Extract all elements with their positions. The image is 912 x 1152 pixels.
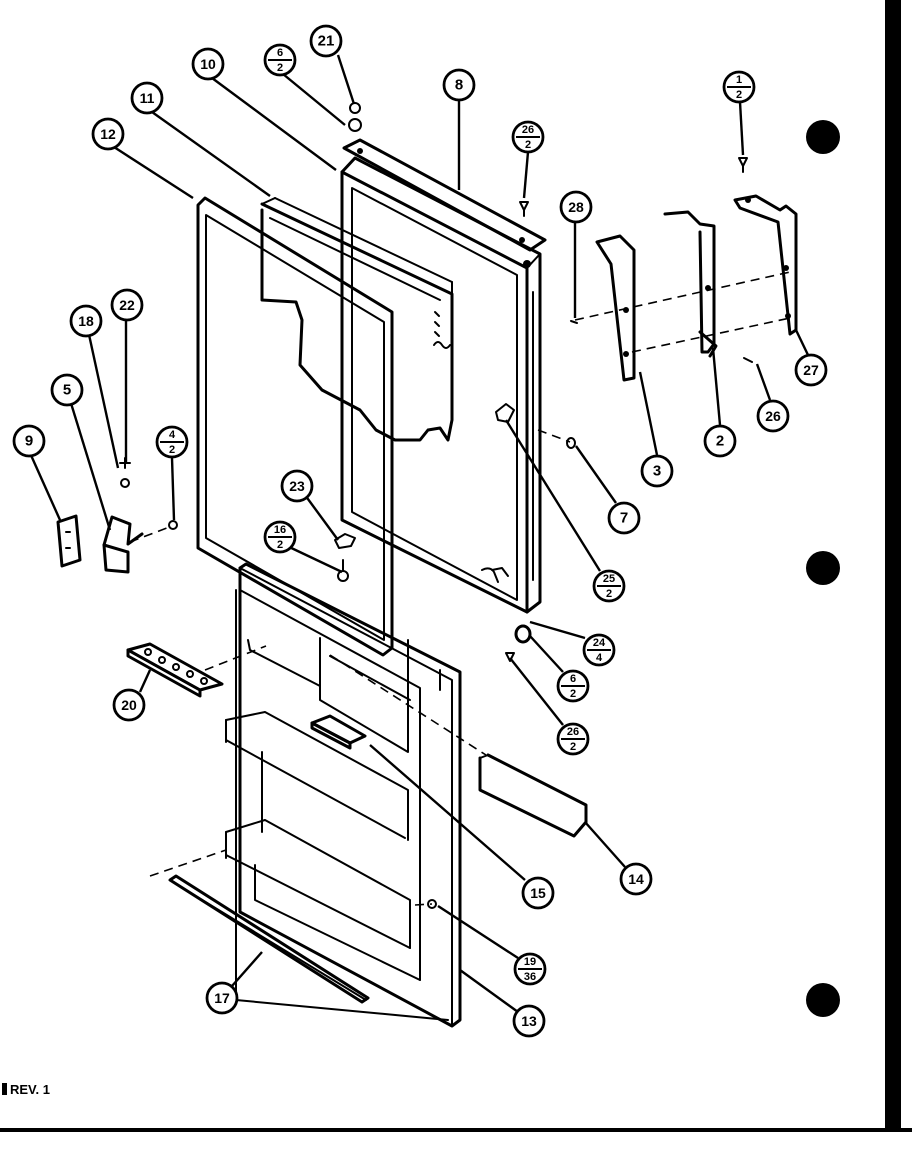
svg-text:9: 9 — [25, 433, 33, 450]
svg-text:26: 26 — [765, 408, 781, 424]
callout-4-2: 4 2 — [155, 425, 189, 459]
callout-2: 2 — [703, 424, 737, 458]
svg-text:4: 4 — [596, 652, 603, 664]
svg-text:5: 5 — [63, 382, 71, 399]
svg-text:28: 28 — [568, 199, 584, 215]
bracket-part-23 — [334, 533, 356, 582]
revision-label: REV. 1 — [10, 1082, 50, 1097]
svg-text:2: 2 — [606, 588, 612, 600]
bottom-trim-part-17 — [168, 874, 370, 1004]
svg-text:6: 6 — [277, 47, 283, 59]
svg-text:6: 6 — [570, 673, 576, 685]
hinge-part-5 — [102, 457, 178, 574]
callout-26-right: 26 — [756, 399, 790, 433]
svg-text:16: 16 — [274, 524, 286, 536]
bracket-part-3 — [595, 234, 636, 382]
svg-text:10: 10 — [200, 56, 216, 72]
svg-text:36: 36 — [524, 971, 536, 983]
top-hinge-plate-part-8 — [342, 138, 547, 268]
callout-7: 7 — [607, 501, 641, 535]
callout-21: 21 — [309, 24, 343, 58]
callout-15: 15 — [521, 876, 555, 910]
lower-bushing-part-6 — [505, 624, 532, 662]
callout-6-2-top: 6 2 — [263, 43, 297, 77]
svg-text:26: 26 — [522, 124, 534, 136]
svg-text:27: 27 — [803, 362, 819, 378]
door-rail-part-14 — [478, 753, 588, 838]
svg-text:4: 4 — [169, 429, 176, 441]
callout-10: 10 — [191, 47, 225, 81]
svg-text:2: 2 — [716, 433, 724, 450]
svg-text:1: 1 — [736, 74, 742, 86]
svg-text:2: 2 — [525, 139, 531, 151]
svg-text:8: 8 — [455, 77, 463, 94]
callout-19-36: 19 36 — [513, 952, 547, 986]
svg-text:25: 25 — [603, 573, 615, 585]
callout-26-2-top: 26 2 — [511, 120, 545, 154]
frame-clip-part-25 — [481, 403, 515, 583]
callout-6-2-bottom: 6 2 — [556, 669, 590, 703]
hardware-screws — [348, 102, 753, 449]
inner-panel-part-11 — [260, 197, 454, 442]
svg-text:2: 2 — [277, 539, 283, 551]
svg-text:2: 2 — [570, 688, 576, 700]
svg-text:2: 2 — [169, 444, 175, 456]
door-liner-part-13 — [225, 562, 462, 1028]
egg-rack-part-20 — [126, 642, 224, 698]
svg-text:3: 3 — [653, 463, 661, 480]
callout-3: 3 — [640, 454, 674, 488]
tray-part-15 — [310, 714, 367, 750]
callout-28: 28 — [559, 190, 593, 224]
callout-5: 5 — [50, 373, 84, 407]
callout-25-2: 25 2 — [592, 569, 626, 603]
svg-text:2: 2 — [570, 741, 576, 753]
svg-text:19: 19 — [524, 956, 536, 968]
callout-26-2-bottom: 26 2 — [556, 722, 590, 756]
callout-14: 14 — [619, 862, 653, 896]
revision-mark — [2, 1083, 7, 1095]
callout-22: 22 — [110, 288, 144, 322]
callout-12: 12 — [91, 117, 125, 151]
callout-27: 27 — [794, 353, 828, 387]
svg-text:14: 14 — [628, 871, 644, 887]
svg-text:24: 24 — [593, 637, 606, 649]
svg-text:23: 23 — [289, 478, 305, 494]
callout-17: 17 — [205, 981, 239, 1015]
screw-part-19 — [427, 899, 437, 909]
svg-text:7: 7 — [620, 510, 628, 527]
callout-1-2: 1 2 — [722, 70, 756, 104]
callout-24-4: 24 4 — [582, 633, 616, 667]
svg-text:20: 20 — [121, 697, 137, 713]
leader-lines — [28, 54, 810, 1013]
svg-text:26: 26 — [567, 726, 579, 738]
bracket-part-27 — [733, 194, 798, 336]
svg-text:21: 21 — [318, 33, 335, 50]
hinge-cover-part-9 — [56, 514, 82, 568]
assembly-dash-lines — [129, 271, 791, 906]
svg-text:17: 17 — [214, 990, 230, 1006]
svg-text:22: 22 — [119, 297, 135, 313]
svg-text:13: 13 — [521, 1013, 537, 1029]
door-gasket-part-12 — [196, 196, 394, 657]
bracket-part-2 — [663, 210, 718, 358]
svg-text:15: 15 — [530, 885, 546, 901]
svg-text:12: 12 — [100, 126, 116, 142]
door-frame-part-10 — [340, 156, 542, 614]
callout-23: 23 — [280, 469, 314, 503]
callout-16-2: 16 2 — [263, 520, 297, 554]
callout-11: 11 — [130, 81, 164, 115]
callout-13: 13 — [512, 1004, 546, 1038]
svg-text:11: 11 — [140, 90, 155, 106]
svg-text:18: 18 — [78, 313, 94, 329]
svg-text:2: 2 — [736, 89, 742, 101]
callout-20: 20 — [112, 688, 146, 722]
svg-text:2: 2 — [277, 62, 283, 74]
callout-18: 18 — [69, 304, 103, 338]
callout-8: 8 — [442, 68, 476, 102]
callout-9: 9 — [12, 424, 46, 458]
